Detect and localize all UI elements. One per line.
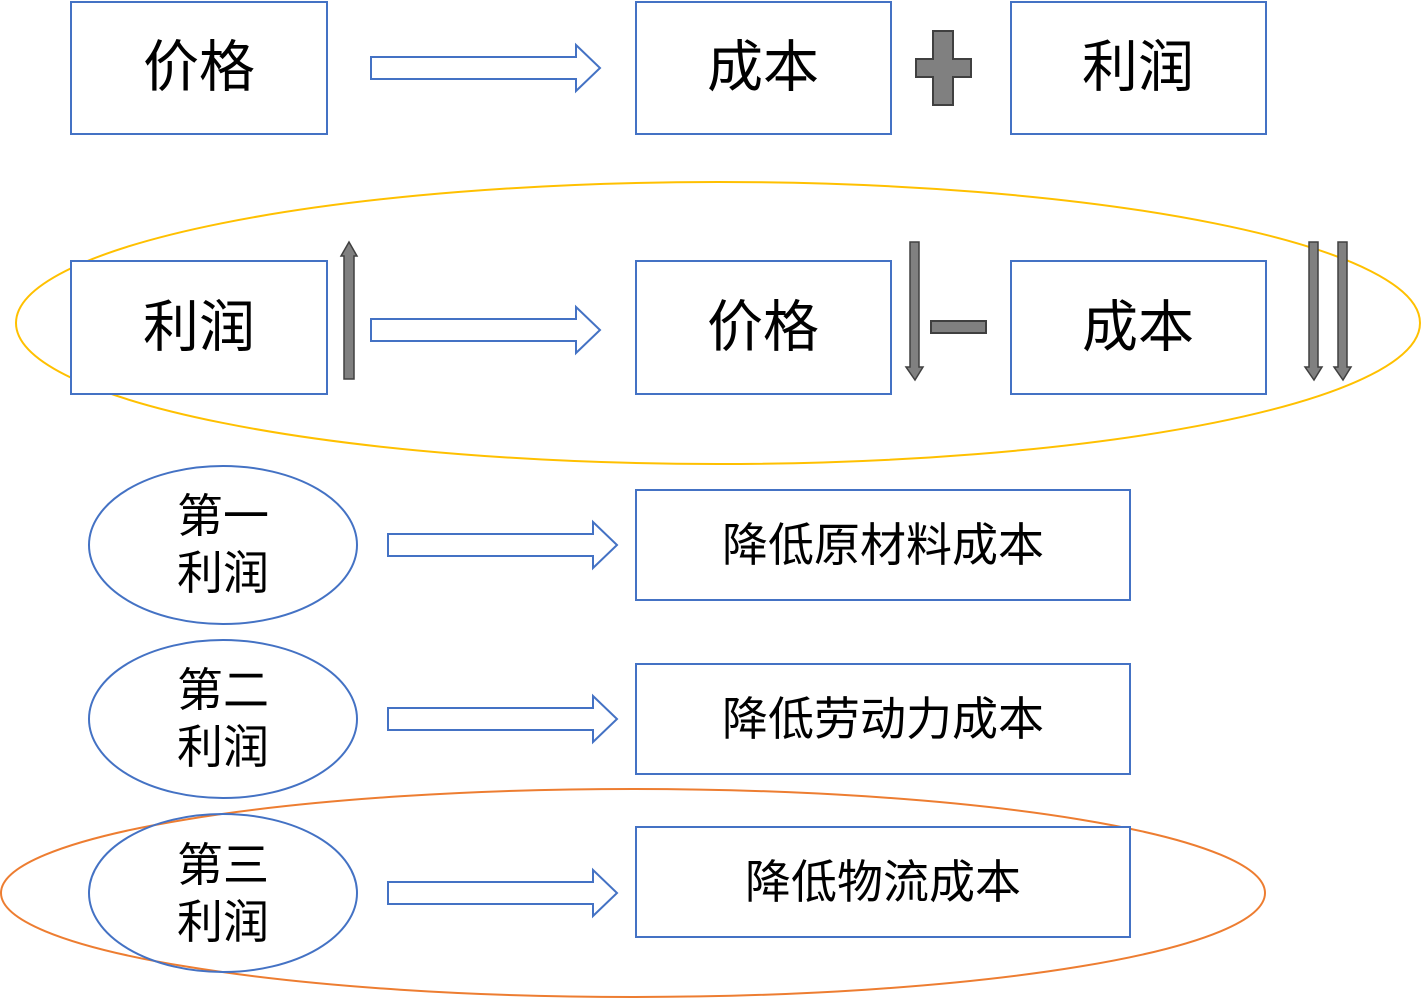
first-profit-line2: 利润 <box>177 546 269 600</box>
row2: 利润 价格 成本 <box>15 181 1421 465</box>
first-profit-row: 第一 利润 降低原材料成本 <box>88 465 1131 625</box>
second-profit-line1: 第二 <box>177 663 269 717</box>
third-profit-line2: 利润 <box>177 895 269 949</box>
row2-middle-box <box>635 260 892 395</box>
row1-left-label: 价格 <box>143 36 255 101</box>
row1-right-label: 利润 <box>1082 36 1194 101</box>
down-arrow-icon <box>904 241 925 382</box>
minus-icon <box>930 320 987 334</box>
third-profit-target-label: 降低物流成本 <box>745 855 1021 909</box>
third-profit-ellipse <box>88 813 358 973</box>
plus-icon <box>915 30 972 106</box>
row1-left-box <box>70 1 328 135</box>
third-profit-highlight-ellipse <box>0 788 1266 998</box>
second-profit-target-label: 降低劳动力成本 <box>722 692 1044 746</box>
row1-right-box <box>1010 1 1267 135</box>
second-profit-arrow <box>387 695 618 743</box>
second-profit-ellipse <box>88 639 358 799</box>
double-down-arrow-icon-2 <box>1332 241 1353 382</box>
row1-middle-label: 成本 <box>707 36 819 101</box>
second-profit-row: 第二 利润 降低劳动力成本 <box>88 639 1131 799</box>
first-profit-target-box <box>635 489 1131 601</box>
row2-arrow <box>370 306 601 354</box>
second-profit-target-box <box>635 663 1131 775</box>
third-profit-arrow <box>387 869 618 917</box>
up-arrow-icon <box>339 240 359 380</box>
third-profit-row: 第三 利润 降低物流成本 <box>0 788 1266 998</box>
double-down-arrow-icon-1 <box>1303 241 1324 382</box>
row2-right-label: 成本 <box>1082 296 1194 361</box>
first-profit-line1: 第一 <box>177 489 269 543</box>
first-profit-ellipse <box>88 465 358 625</box>
row2-right-box <box>1010 260 1267 395</box>
row1-middle-box <box>635 1 892 135</box>
third-profit-target-box <box>635 826 1131 938</box>
third-profit-line1: 第三 <box>177 838 269 892</box>
row1-arrow <box>370 44 601 92</box>
second-profit-line2: 利润 <box>177 720 269 774</box>
first-profit-arrow <box>387 521 618 569</box>
row2-middle-label: 价格 <box>707 296 819 361</box>
row2-left-box <box>70 260 328 395</box>
first-profit-target-label: 降低原材料成本 <box>722 518 1044 572</box>
row2-left-label: 利润 <box>143 296 255 361</box>
row2-highlight-ellipse <box>15 181 1421 465</box>
row1: 价格 成本 利润 <box>70 1 1267 135</box>
